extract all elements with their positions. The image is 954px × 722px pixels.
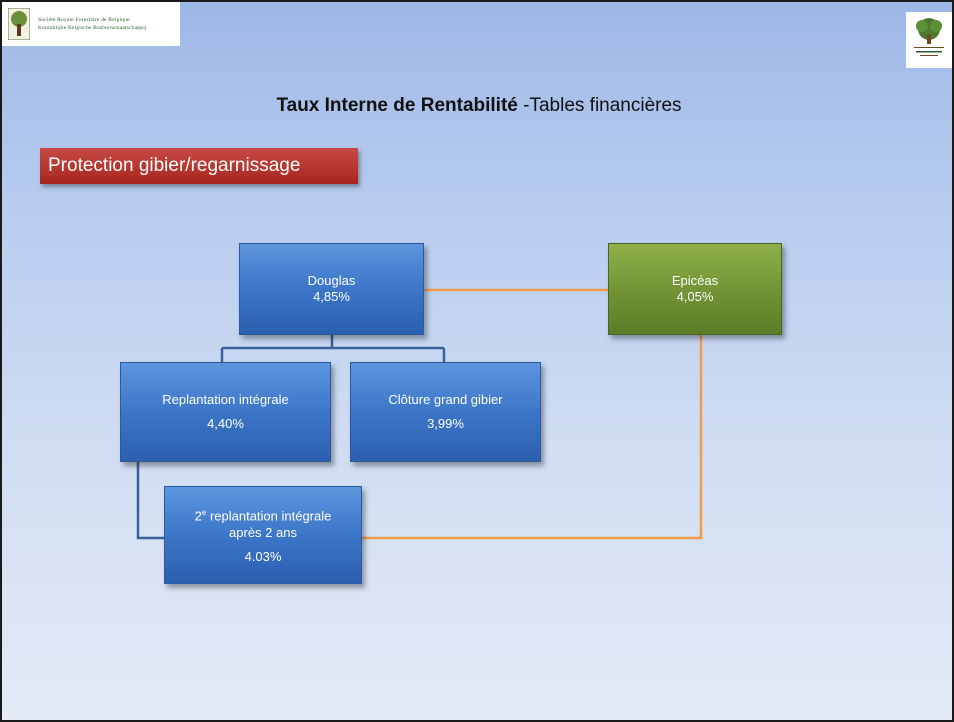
tree-logo-icon <box>8 8 30 40</box>
node-second-sup: e <box>201 508 207 518</box>
node-epiceas-label: Epicéas <box>671 273 719 288</box>
node-cloture-value: 3,99% <box>427 416 464 431</box>
node-second-label: 2e replantation intégrale <box>195 505 332 524</box>
page-title: Taux Interne de Rentabilité -Tables fina… <box>2 95 952 117</box>
node-second-num: 2 <box>194 508 202 524</box>
node-second-value: 4.03% <box>244 548 282 564</box>
node-epiceas-value: 4,05% <box>676 289 714 304</box>
title-bold: Taux Interne de Rentabilité <box>276 95 518 116</box>
node-douglas-label: Douglas <box>307 273 356 288</box>
logo-text-nl: Koninklijke Belgische Bosbouwmaatschappi… <box>38 25 147 31</box>
section-banner: Protection gibier/regarnissage <box>40 148 358 184</box>
node-replantation-value: 4,40% <box>207 416 244 431</box>
node-second-replantation: 2e replantation intégrale après 2 ans 4.… <box>164 486 362 584</box>
node-douglas-value: 4,85% <box>313 289 350 304</box>
connector-to-second <box>136 460 164 540</box>
node-replantation: Replantation intégrale 4,40% <box>120 362 331 462</box>
node-cloture: Clôture grand gibier 3,99% <box>350 362 541 462</box>
node-cloture-label: Clôture grand gibier <box>388 392 503 407</box>
node-replantation-label: Replantation intégrale <box>162 392 289 407</box>
node-epiceas: Epicéas 4,05% <box>608 243 782 335</box>
node-second-label-rest: replantation intégrale <box>206 508 332 524</box>
node-douglas: Douglas 4,85% <box>239 243 424 335</box>
title-rest: -Tables financières <box>517 95 682 116</box>
connector-epiceas-second <box>360 333 703 540</box>
logo-text-fr: Société Royale Forestière de Belgique <box>38 17 130 23</box>
logo-text: Société Royale Forestière de Belgique Ko… <box>38 16 147 32</box>
srfb-logo-right <box>906 12 952 68</box>
tree-emblem-icon <box>914 18 944 56</box>
node-second-label2: après 2 ans <box>229 524 297 540</box>
srfb-logo-banner: Société Royale Forestière de Belgique Ko… <box>2 2 180 46</box>
